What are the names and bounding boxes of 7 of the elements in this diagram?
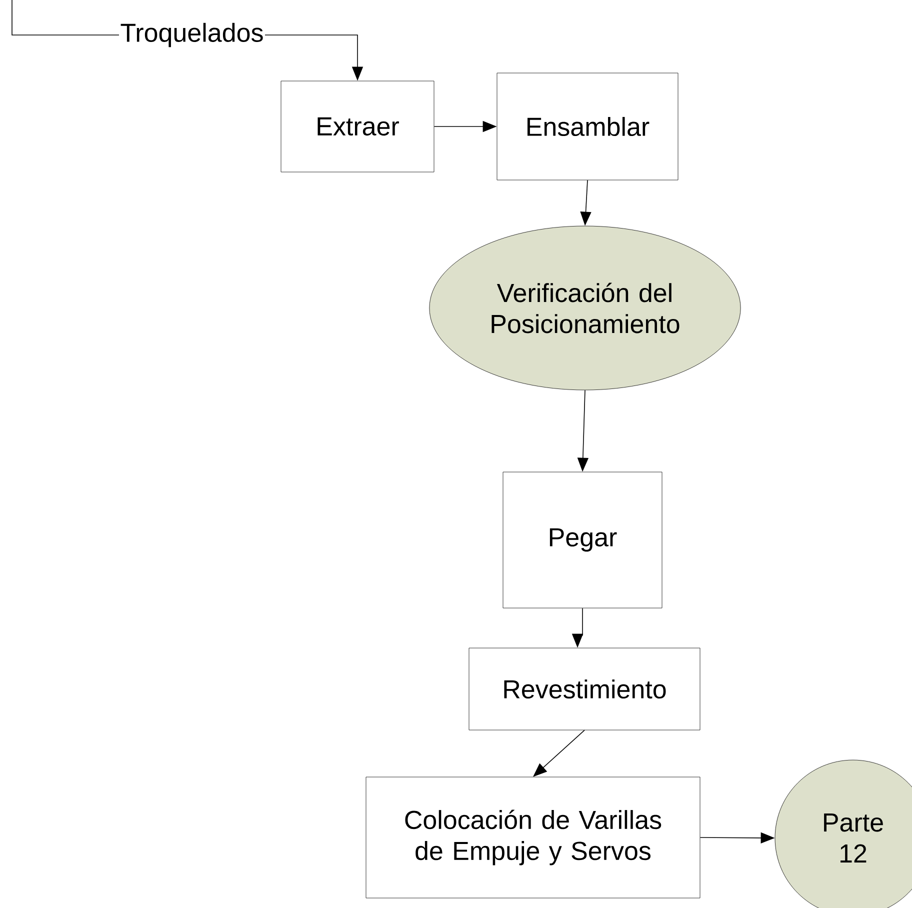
process-box: Colocación de Varillas de Empuje y Servos (366, 776, 700, 898)
process-box: Revestimiento (468, 648, 700, 730)
process-box: Ensamblar (496, 72, 678, 180)
process-box: Extraer (280, 80, 434, 172)
process-box: Pegar (502, 472, 662, 608)
connector-line (12, 0, 120, 36)
bare-label: Troquelados (120, 22, 263, 48)
